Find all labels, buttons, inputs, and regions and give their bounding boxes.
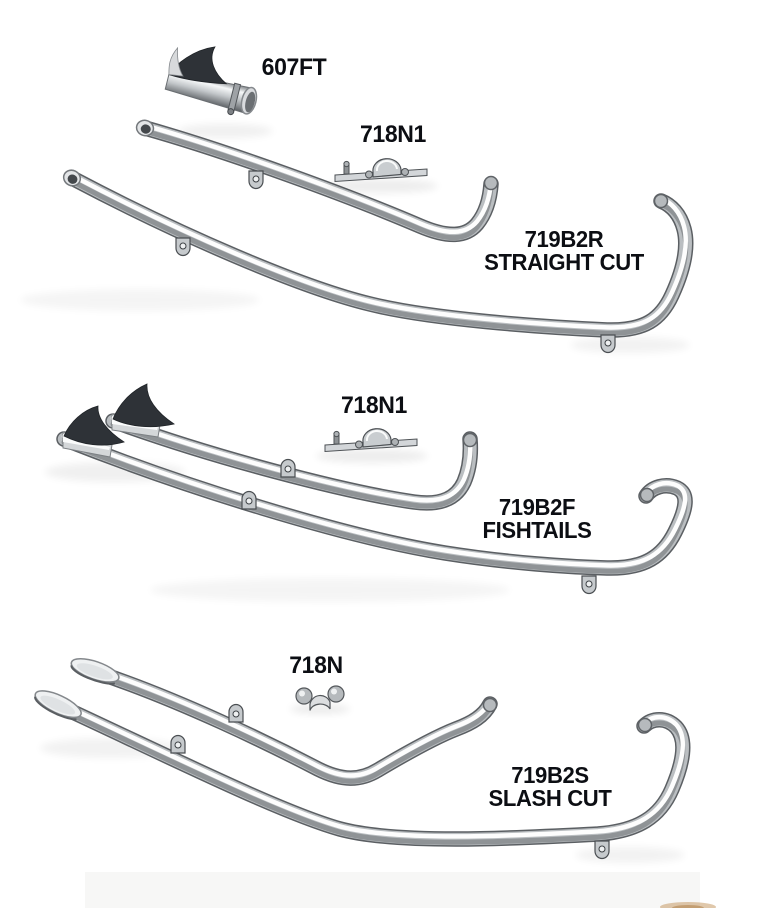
mount-tab <box>241 490 257 510</box>
straight-cut-lower-pipe <box>72 175 686 333</box>
bracket-718n1-top <box>326 158 438 193</box>
pipe-inlet-flange <box>639 487 655 503</box>
slash-cut-front-pipe <box>62 704 683 842</box>
slash-cut-end <box>70 657 120 685</box>
mount-tab <box>581 575 597 595</box>
bracket-718n1-middle <box>316 428 428 463</box>
bottom-page-band <box>85 872 716 908</box>
section-straight-cut-art <box>62 46 686 354</box>
label-718n: 718N <box>289 652 343 679</box>
mount-tab <box>594 840 610 860</box>
label-719b2s: 719B2S SLASH CUT <box>444 764 655 810</box>
pipe-inlet-flange <box>483 175 499 191</box>
pipe-inlet-flange <box>482 697 498 713</box>
tip-607ft <box>164 46 258 116</box>
label-719b2f: 719B2F FISHTAILS <box>431 496 642 542</box>
label-719b2r: 719B2R STRAIGHT CUT <box>458 228 669 274</box>
mount-tab <box>170 734 186 754</box>
pipe-inlet-flange <box>462 432 478 448</box>
part-number: 719B2F <box>498 494 576 520</box>
part-style: STRAIGHT CUT <box>484 249 644 275</box>
section-fishtails-art <box>62 383 685 595</box>
label-607ft: 607FT <box>261 54 327 81</box>
part-style: SLASH CUT <box>488 785 612 811</box>
pipe-inlet-flange <box>637 717 653 733</box>
pipe-inlet-flange <box>653 193 669 209</box>
straight-cut-end <box>62 169 82 187</box>
fishtails-rear-pipe <box>113 418 477 506</box>
straight-cut-end <box>135 119 155 137</box>
slash-cut-rear-pipe <box>99 670 497 781</box>
part-number: 719B2S <box>511 762 589 788</box>
label-718n1-middle: 718N1 <box>341 392 407 419</box>
fishtail-tip-rear <box>111 383 175 438</box>
mount-tab <box>175 237 191 257</box>
fishtails-front-pipe <box>64 436 685 571</box>
mount-tab <box>280 458 296 478</box>
clamp-718n <box>290 685 350 714</box>
label-718n1-top: 718N1 <box>360 121 426 148</box>
straight-cut-upper-pipe <box>145 125 498 237</box>
fishtail-tip-front <box>62 405 125 458</box>
mount-tab <box>248 170 264 190</box>
section-slash-cut-art <box>34 657 683 860</box>
mount-tab <box>228 703 244 723</box>
slash-cut-end <box>34 690 82 721</box>
mount-tab <box>600 334 616 354</box>
part-number: 719B2R <box>524 226 604 252</box>
part-style: FISHTAILS <box>482 517 592 543</box>
